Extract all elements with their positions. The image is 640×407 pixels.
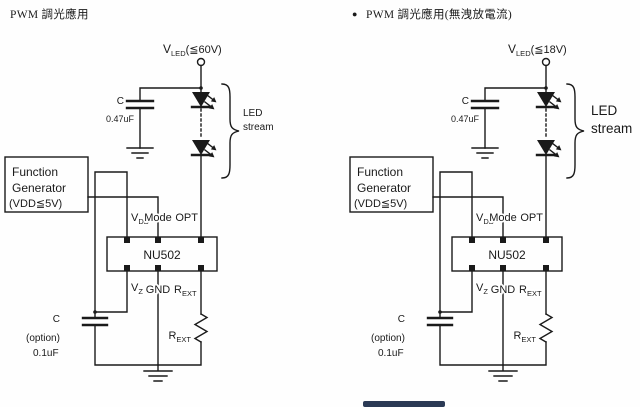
function-generator-vdd-spec: (VDD≦5V) [354,198,407,210]
pin-label-rext: REXT [519,284,542,298]
function-generator-label: Function [357,165,403,179]
right-diagram-title: PWM 調光應用(無洩放電流) [366,7,512,21]
pin-label-vdd: VDD [131,212,150,226]
pin-label-gnd: GND [491,284,516,296]
option-cap-value: 0.1uF [378,348,404,359]
vled-label: VLED(≦18V) [508,42,567,58]
option-cap-label: C [53,314,60,325]
page-bottom-banner-fragment [363,401,445,407]
pin-label-gnd: GND [146,284,171,296]
pin-label-opt: OPT [520,212,543,224]
rext-resistor-label: REXT [168,330,191,344]
cap-label: C [462,96,469,107]
pin-label-vz: VZ [131,282,143,296]
ic-part-number: NU502 [488,248,526,262]
option-cap-option: (option) [26,333,60,344]
cap-value: 0.47uF [106,114,135,124]
pin-label-vz: VZ [476,282,488,296]
pin-label-vdd: VDD [476,212,495,226]
option-cap-option: (option) [371,333,405,344]
cap-label: C [117,96,124,107]
pin-label-mode: Mode [144,212,172,224]
option-cap-value: 0.1uF [33,348,59,359]
led-stream-label: LED [591,103,618,118]
vled-label: VLED(≦60V) [163,42,222,58]
bullet-icon: ● [352,9,357,19]
ic-part-number: NU502 [143,248,181,262]
right-circuit: VLED(≦18V) C 0.47uF LED stream Function … [348,42,632,383]
led-stream-label: LED [243,108,262,119]
pin-label-rext: REXT [174,284,197,298]
led-stream-label: stream [591,121,632,136]
rext-resistor-label: REXT [513,330,536,344]
led-stream-label: stream [243,122,274,133]
pin-label-opt: OPT [175,212,198,224]
left-diagram-title: PWM 調光應用 [10,7,89,21]
pin-label-mode: Mode [489,212,517,224]
left-circuit: VLED(≦60V) C 0.47uF LED stream Function … [3,42,274,383]
function-generator-label: Function [12,165,58,179]
cap-value: 0.47uF [451,114,480,124]
function-generator-vdd-spec: (VDD≦5V) [9,198,62,210]
function-generator-label: Generator [12,181,66,195]
option-cap-label: C [398,314,405,325]
function-generator-label: Generator [357,181,411,195]
